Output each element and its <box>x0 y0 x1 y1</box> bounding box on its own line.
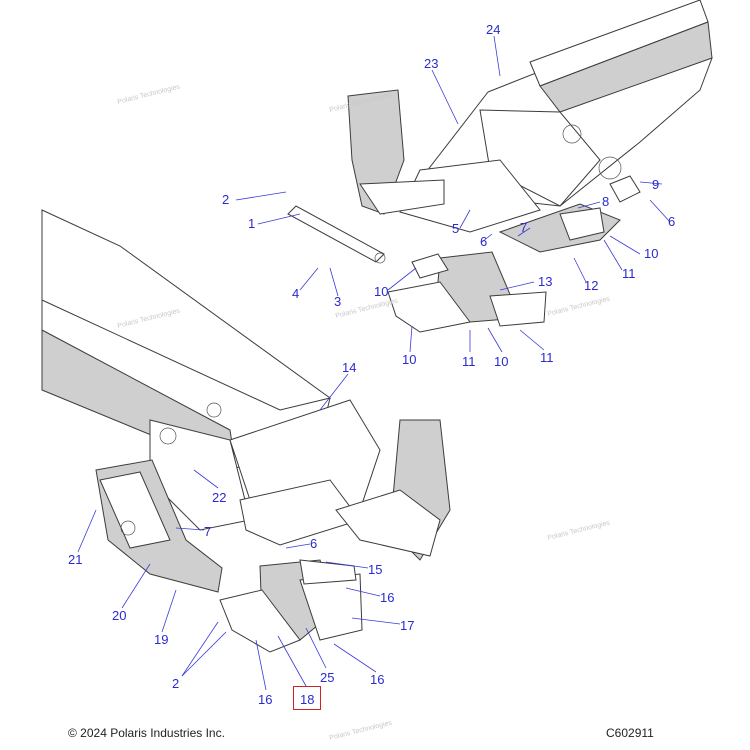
watermark-text: Polaris Technologies <box>547 296 611 318</box>
callout-label[interactable]: 19 <box>154 632 168 647</box>
callout-label[interactable]: 12 <box>584 278 598 293</box>
callout-label[interactable]: 2 <box>222 192 229 207</box>
side-plate-drawing <box>95 459 223 593</box>
rear-chassis-drawing <box>347 0 713 233</box>
callout-label[interactable]: 1 <box>248 216 255 231</box>
bracket-12-drawing <box>498 203 621 253</box>
highlighted-callout-box <box>293 686 321 710</box>
callout-label[interactable]: 25 <box>320 670 334 685</box>
callout-label[interactable]: 2 <box>172 676 179 691</box>
cross-tube-drawing <box>287 205 386 264</box>
callout-label[interactable]: 13 <box>538 274 552 289</box>
callout-label[interactable]: 16 <box>380 590 394 605</box>
callout-label[interactable]: 7 <box>520 220 527 235</box>
callout-label[interactable]: 11 <box>462 354 476 369</box>
callout-label[interactable]: 14 <box>342 360 356 375</box>
front-chassis-drawing <box>41 209 451 561</box>
callout-label[interactable]: 17 <box>400 618 414 633</box>
callout-label[interactable]: 5 <box>452 221 459 236</box>
callout-label[interactable]: 16 <box>258 692 272 707</box>
watermark-text: Polaris Technologies <box>335 298 399 320</box>
callout-label[interactable]: 9 <box>652 177 659 192</box>
callout-labels: 24 23 9 6 8 7 10 11 12 13 5 6 2 1 3 4 10… <box>68 22 675 707</box>
callout-label[interactable]: 20 <box>112 608 126 623</box>
leader-lines <box>77 35 671 691</box>
copyright-text: © 2024 Polaris Industries Inc. <box>68 726 225 740</box>
callout-label-highlighted[interactable]: 18 <box>300 692 314 707</box>
callout-label[interactable]: 8 <box>602 194 609 209</box>
watermark-text: Polaris Technologies <box>547 520 611 542</box>
callout-label[interactable]: 15 <box>368 562 382 577</box>
callout-label[interactable]: 16 <box>370 672 384 687</box>
figure-code: C602911 <box>606 726 654 740</box>
bracket-13-drawing <box>387 251 547 333</box>
callout-label[interactable]: 6 <box>668 214 675 229</box>
callout-label[interactable]: 23 <box>424 56 438 71</box>
callout-label[interactable]: 7 <box>204 524 211 539</box>
callout-label[interactable]: 21 <box>68 552 82 567</box>
watermark-text: Polaris Technologies <box>117 84 181 106</box>
callout-label[interactable]: 10 <box>494 354 508 369</box>
callout-label[interactable]: 11 <box>622 266 636 281</box>
callout-label[interactable]: 10 <box>374 284 388 299</box>
callout-label[interactable]: 10 <box>644 246 658 261</box>
callout-label[interactable]: 6 <box>310 536 317 551</box>
callout-label[interactable]: 10 <box>402 352 416 367</box>
watermark-text: Polaris Technologies <box>329 720 393 742</box>
lower-bracket-drawing <box>219 559 363 653</box>
callout-label[interactable]: 3 <box>334 294 341 309</box>
callout-label[interactable]: 11 <box>540 350 554 365</box>
callout-label[interactable]: 24 <box>486 22 500 37</box>
callout-label[interactable]: 6 <box>480 234 487 249</box>
callout-label[interactable]: 4 <box>292 286 299 301</box>
callout-label[interactable]: 22 <box>212 490 226 505</box>
